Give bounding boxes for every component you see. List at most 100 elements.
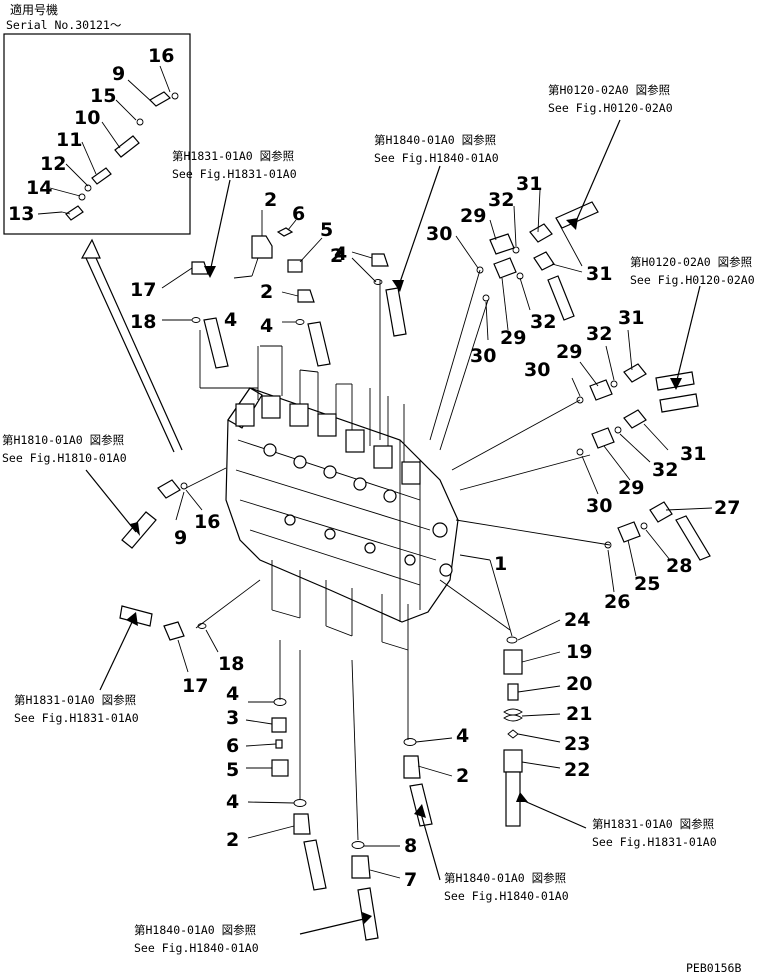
callout-4-c: 4 — [334, 243, 347, 265]
ref-h1840-en-b: See Fig.H1840-01A0 — [444, 889, 569, 903]
reference-arrows — [85, 119, 701, 935]
inset-parts — [37, 65, 179, 221]
ref-h1810-en: See Fig.H1810-01A0 — [2, 451, 127, 465]
inset-plug-11 — [91, 167, 112, 185]
inset-fitting-9 — [149, 91, 171, 107]
oring-30-c — [576, 396, 584, 404]
callout-16-inset: 16 — [148, 45, 174, 67]
ball-23 — [507, 729, 519, 739]
oring-4-b2 — [293, 799, 307, 807]
callout-4-d: 4 — [224, 309, 237, 331]
ref-h1831-en-b: See Fig.H1831-01A0 — [14, 711, 139, 725]
callout-17-b: 17 — [182, 675, 208, 697]
ref-h1831-jp-c: 第H1831-01A0 図参照 — [592, 817, 714, 831]
fitting-31-a — [529, 223, 553, 243]
callout-8: 8 — [404, 835, 417, 857]
callout-28: 28 — [666, 555, 692, 577]
plug-6-top — [276, 227, 294, 237]
ref-h1840-en-a: See Fig.H1840-01A0 — [374, 151, 499, 165]
ref-h1840-jp-a: 第H1840-01A0 図参照 — [374, 133, 496, 147]
ref-h1831-en-c: See Fig.H1831-01A0 — [592, 835, 717, 849]
ref-h1840-en-c: See Fig.H1840-01A0 — [134, 941, 259, 955]
inset-adapter-10 — [114, 135, 140, 158]
callout-7: 7 — [404, 869, 417, 891]
callout-2-c: 2 — [260, 281, 273, 303]
callout-10-inset: 10 — [74, 107, 100, 129]
adapter-29-a — [489, 233, 515, 255]
callout-30-a: 30 — [426, 223, 452, 245]
callout-2-a: 2 — [264, 189, 277, 211]
top-center-parts — [191, 227, 407, 369]
callout-17-a: 17 — [130, 279, 156, 301]
oring-4-b3 — [403, 738, 417, 746]
inset-plug-13 — [65, 205, 84, 221]
callout-30-b: 30 — [470, 345, 496, 367]
callout-20: 20 — [566, 673, 592, 695]
callout-27: 27 — [714, 497, 740, 519]
fitting-22 — [503, 749, 523, 773]
adapter-29-d — [591, 427, 615, 449]
oring-4-mid — [295, 319, 305, 325]
callout-12-inset: 12 — [40, 153, 66, 175]
inset-oring-15 — [136, 118, 144, 126]
oring-8 — [351, 841, 365, 849]
fitting-27 — [649, 501, 673, 523]
hose-17-top — [203, 317, 229, 369]
callout-32-a: 32 — [488, 189, 514, 211]
callout-15-inset: 15 — [90, 85, 116, 107]
callout-2-d: 2 — [226, 829, 239, 851]
elbow-2-bottom — [293, 813, 311, 835]
ref-h1831-jp-a: 第H1831-01A0 図参照 — [172, 149, 294, 163]
oring-18-top — [191, 317, 201, 323]
callout-6-b: 6 — [226, 735, 239, 757]
callout-22: 22 — [564, 759, 590, 781]
inset-arrow-head — [80, 238, 101, 259]
callout-5-a: 5 — [320, 219, 333, 241]
callout-26: 26 — [604, 591, 630, 613]
callout-9-inset: 9 — [112, 63, 125, 85]
drawing-code: PEB0156B — [686, 961, 741, 975]
callout-29-d: 29 — [618, 477, 644, 499]
callout-24: 24 — [564, 609, 590, 631]
adapter-29-c — [589, 379, 613, 401]
ref-h0120-jp-b: 第H0120-02A0 図参照 — [630, 255, 752, 269]
callout-30-c: 30 — [524, 359, 550, 381]
callout-13-inset: 13 — [8, 203, 34, 225]
oring-16-mid — [180, 482, 188, 490]
fitting-31-d — [623, 409, 647, 429]
oring-30-d — [576, 448, 584, 456]
callout-2-b: 2 — [330, 245, 343, 267]
adapter-19 — [503, 649, 523, 675]
callout-31-b: 31 — [586, 263, 612, 285]
callout-16-mid: 16 — [194, 511, 220, 533]
adapter-3 — [271, 717, 287, 733]
callout-9-mid: 9 — [174, 527, 187, 549]
ref-h1840-jp-b: 第H1840-01A0 図参照 — [444, 871, 566, 885]
callout-4-g: 4 — [226, 683, 239, 705]
fitting-31-c — [623, 363, 647, 383]
callout-32-d: 32 — [652, 459, 678, 481]
oring-4-center — [373, 279, 383, 285]
elbow-17-bottom — [163, 621, 185, 641]
oring-28 — [640, 522, 648, 530]
oring-30-b — [482, 294, 490, 302]
callout-29-c: 29 — [556, 341, 582, 363]
oring-26 — [604, 541, 612, 549]
oring-30-a — [476, 266, 484, 274]
callout-4-h: 4 — [226, 791, 239, 813]
callout-32-c: 32 — [586, 323, 612, 345]
nut-5-bottom — [271, 759, 289, 777]
callout-18-a: 18 — [130, 311, 156, 333]
ref-h0120-en-a: See Fig.H0120-02A0 — [548, 101, 673, 115]
callout-1: 1 — [494, 553, 507, 575]
elbow-2-mid — [297, 289, 315, 303]
leader-1 — [459, 554, 491, 561]
ref-h0120-en-b: See Fig.H0120-02A0 — [630, 273, 755, 287]
fitting-31-b — [533, 251, 555, 271]
right-lower-stack — [489, 559, 523, 827]
hose-31-a — [555, 201, 599, 229]
plug-6-bottom — [275, 739, 283, 749]
callout-29-a: 29 — [460, 205, 486, 227]
